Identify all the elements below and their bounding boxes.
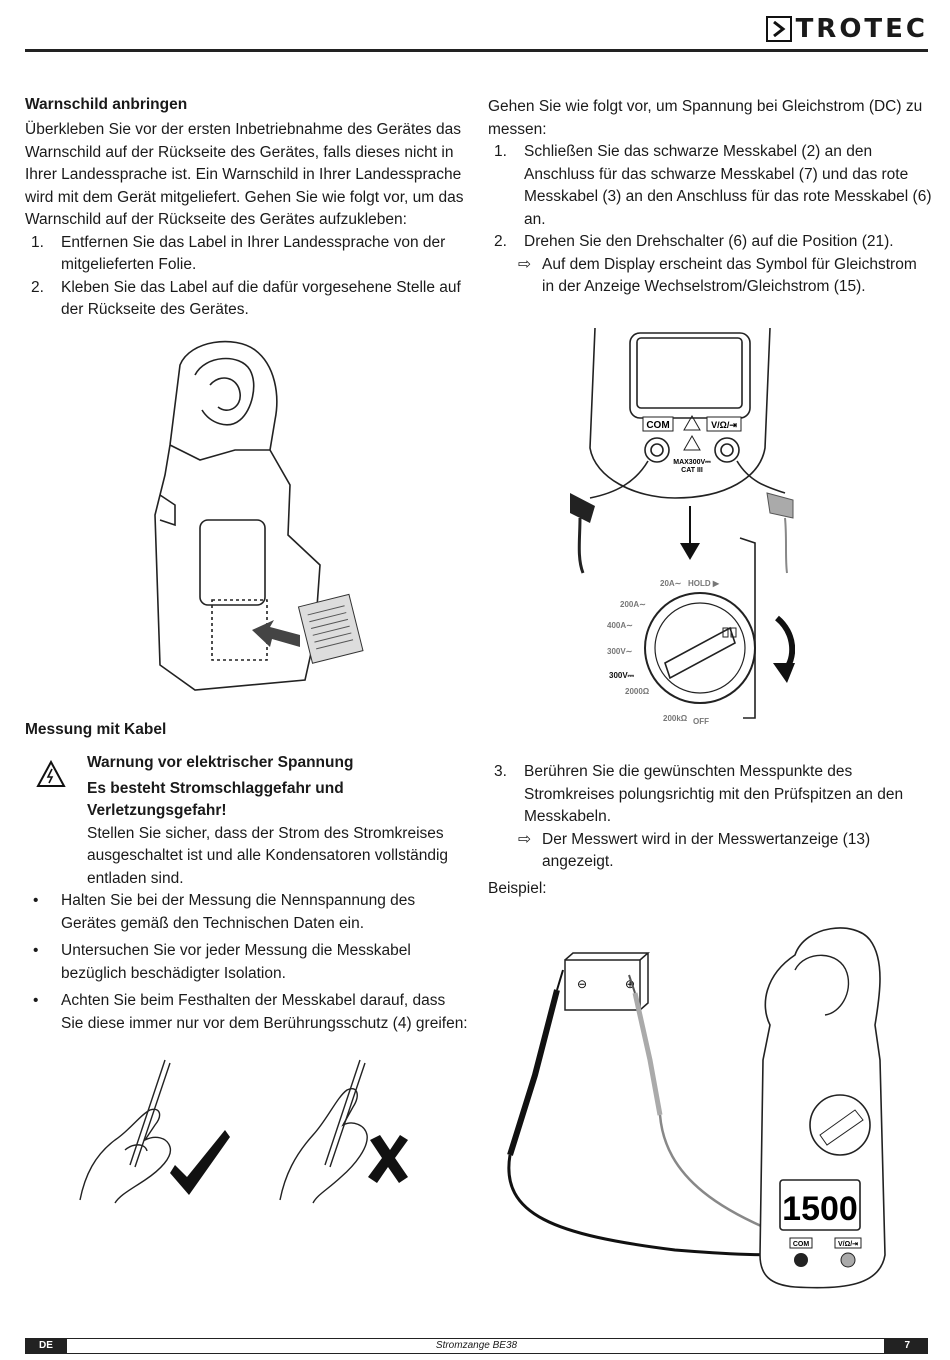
bullet-list: •Halten Sie bei der Messung die Nennspan… bbox=[25, 890, 470, 1040]
dial-label-200a: 200A∼ bbox=[620, 600, 646, 609]
list-item: 2.Kleben Sie das Label auf die dafür vor… bbox=[31, 278, 461, 319]
list-item: •Untersuchen Sie vor jeder Messung die M… bbox=[33, 942, 411, 982]
right-column-bottom: 3.Berühren Sie die gewünschten Messpunkt… bbox=[488, 761, 933, 900]
list-item: •Halten Sie bei der Messung die Nennspan… bbox=[33, 892, 416, 932]
dial-label-hold: HOLD ▶ bbox=[688, 579, 720, 588]
right-intro: Gehen Sie wie folgt vor, um Spannung bei… bbox=[488, 98, 923, 138]
footer-language: DE bbox=[25, 1339, 67, 1353]
footer-product: Stromzange BE38 bbox=[435, 1340, 518, 1351]
example-com-label: COM bbox=[793, 1241, 810, 1248]
list-item: •Achten Sie beim Festhalten der Messkabe… bbox=[33, 992, 468, 1032]
result-arrow-icon: ⇨ bbox=[518, 255, 531, 273]
right-steps: 1.Schließen Sie das schwarze Messkabel (… bbox=[488, 141, 933, 254]
dial-com-label: COM bbox=[646, 420, 669, 431]
list-item: 1.Entfernen Sie das Label in Ihrer Lande… bbox=[31, 233, 446, 274]
header-rule bbox=[25, 49, 928, 52]
warnschild-steps: 1.Entfernen Sie das Label in Ihrer Lande… bbox=[25, 232, 470, 322]
dial-label-off: OFF bbox=[693, 717, 709, 726]
footer-bar: DE Stromzange BE38 7 bbox=[25, 1338, 928, 1354]
warnschild-heading: Warnschild anbringen bbox=[25, 96, 188, 113]
warning-bold: Es besteht Stromschlaggefahr und Verletz… bbox=[87, 779, 344, 820]
logo-chevron-icon bbox=[765, 16, 792, 42]
example-measurement-figure: ⊖ ⊕ 1500 COM V/Ω/⇥ bbox=[507, 927, 886, 1289]
left-column-top: Warnschild anbringen Überkleben Sie vor … bbox=[25, 96, 470, 322]
clamp-meter-back-figure bbox=[154, 340, 364, 691]
logo-text: TROTEC bbox=[795, 14, 928, 44]
result-arrow-icon: ⇨ bbox=[518, 830, 531, 848]
example-display-value: 1500 bbox=[782, 1190, 858, 1228]
dial-vohm-label: V/Ω/⇥ bbox=[711, 420, 737, 430]
battery-plus: ⊕ bbox=[625, 977, 635, 991]
rotary-dial-figure: COM V/Ω/⇥ MAX300V⎓ CAT III 20A∼ HOLD ▶ 2… bbox=[570, 328, 795, 726]
result-1: ⇨ Auf dem Display erscheint das Symbol f… bbox=[518, 255, 917, 296]
dial-max-label: MAX300V⎓ bbox=[673, 459, 711, 466]
checkmark-icon bbox=[170, 1130, 230, 1195]
example-vohm-label: V/Ω/⇥ bbox=[838, 1241, 858, 1248]
step-3-list: 3.Berühren Sie die gewünschten Messpunkt… bbox=[488, 761, 933, 829]
warning-title: Warnung vor elektrischer Spannung bbox=[87, 754, 354, 771]
dial-label-400a: 400A∼ bbox=[607, 621, 633, 630]
warnschild-text: Überkleben Sie vor der ersten Inbetriebn… bbox=[25, 121, 464, 228]
list-item: 3.Berühren Sie die gewünschten Messpunkt… bbox=[494, 763, 904, 825]
right-column-top: Gehen Sie wie folgt vor, um Spannung bei… bbox=[488, 96, 933, 299]
left-column-bottom: Messung mit Kabel bbox=[25, 721, 470, 739]
warning-text: Stellen Sie sicher, dass der Strom des S… bbox=[87, 824, 449, 887]
messung-heading: Messung mit Kabel bbox=[25, 721, 167, 738]
dial-label-20a: 20A∼ bbox=[660, 579, 682, 588]
cross-icon bbox=[368, 1135, 408, 1183]
dial-label-300v-ac: 300V∼ bbox=[607, 647, 633, 656]
footer-page-number: 7 bbox=[884, 1339, 928, 1353]
hand-correct-figure bbox=[79, 1059, 230, 1204]
list-item: 1.Schließen Sie das schwarze Messkabel (… bbox=[494, 143, 932, 228]
hand-wrong-figure bbox=[279, 1059, 408, 1204]
beispiel-label: Beispiel: bbox=[488, 879, 547, 897]
warning-triangle-icon bbox=[36, 760, 66, 787]
dial-label-2000ohm: 2000Ω bbox=[625, 687, 650, 696]
dial-label-300v-dc: 300V⎓ bbox=[609, 671, 635, 680]
trotec-logo: TROTEC bbox=[765, 14, 928, 44]
list-item: 2.Drehen Sie den Drehschalter (6) auf di… bbox=[494, 233, 894, 250]
result-2: ⇨ Der Messwert wird in der Messwertanzei… bbox=[518, 830, 871, 871]
dial-label-200kohm: 200kΩ bbox=[663, 714, 688, 723]
battery-minus: ⊖ bbox=[577, 977, 587, 991]
warning-box: Warnung vor elektrischer Spannung Es bes… bbox=[87, 752, 477, 890]
dial-cat-label: CAT III bbox=[681, 467, 703, 474]
